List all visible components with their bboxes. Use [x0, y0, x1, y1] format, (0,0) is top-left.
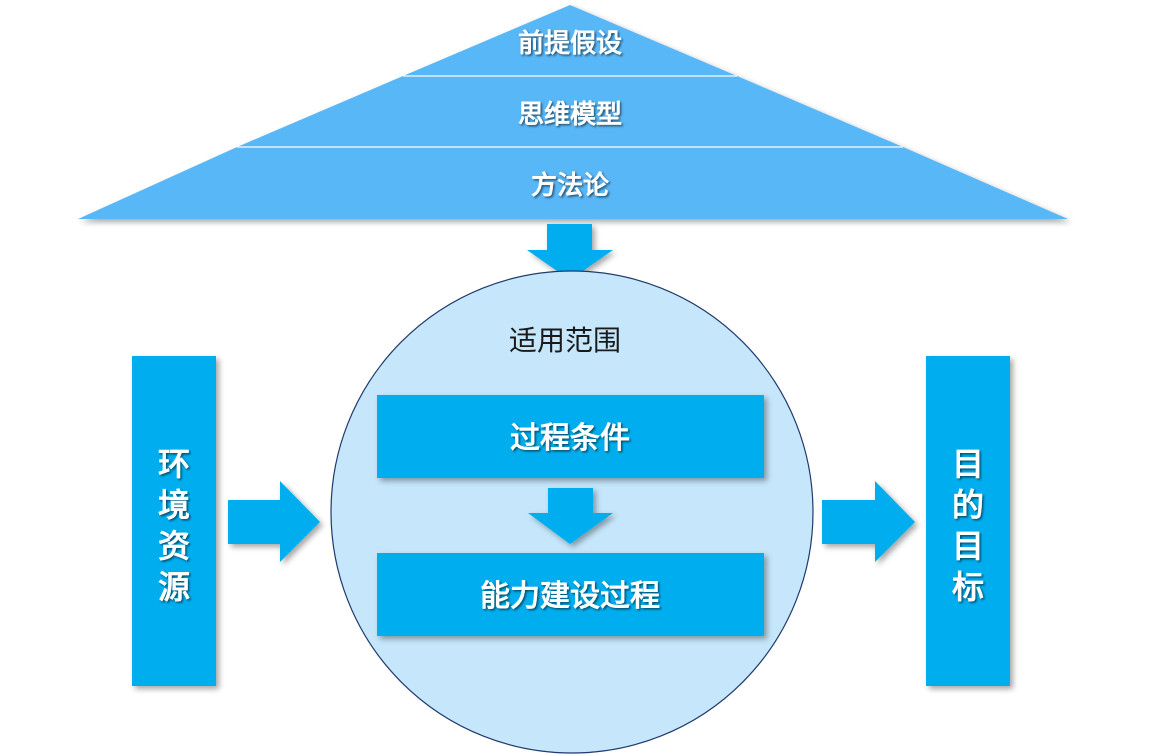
process-condition-label: 过程条件: [510, 421, 630, 456]
arrow-down-inner: [528, 488, 613, 544]
arrow-right-left: [228, 481, 320, 562]
right-pillar: [926, 356, 1010, 686]
scope-label: 适用范围: [509, 324, 621, 357]
right-pillar-char: 标: [952, 568, 984, 606]
left-pillar-char: 源: [158, 568, 190, 606]
left-pillar-char: 资: [158, 527, 190, 565]
capability-process-box: [377, 553, 764, 636]
right-pillar-char: 目: [952, 527, 984, 565]
roof-tier-bottom: [78, 147, 1068, 219]
tier-label-methodology: 方法论: [531, 170, 610, 201]
roof-tier-top: [403, 5, 737, 76]
capability-process-label: 能力建设过程: [480, 579, 660, 614]
roof-tier-middle: [237, 76, 903, 147]
right-pillar-char: 的: [952, 486, 984, 524]
roof: [78, 5, 1068, 219]
left-pillar-text: 环 境 资 源: [158, 445, 190, 606]
left-pillar-char: 环: [158, 445, 190, 483]
arrow-right-right: [822, 481, 915, 562]
left-pillar: [132, 356, 216, 686]
tier-label-mental-models: 思维模型: [518, 99, 622, 130]
right-pillar-text: 目 的 目 标: [952, 445, 984, 606]
tier-label-assumptions: 前提假设: [518, 28, 622, 59]
process-condition-box: [377, 395, 764, 478]
left-pillar-char: 境: [158, 486, 190, 524]
arrow-down-roof: [527, 224, 613, 280]
right-pillar-char: 目: [952, 445, 984, 483]
